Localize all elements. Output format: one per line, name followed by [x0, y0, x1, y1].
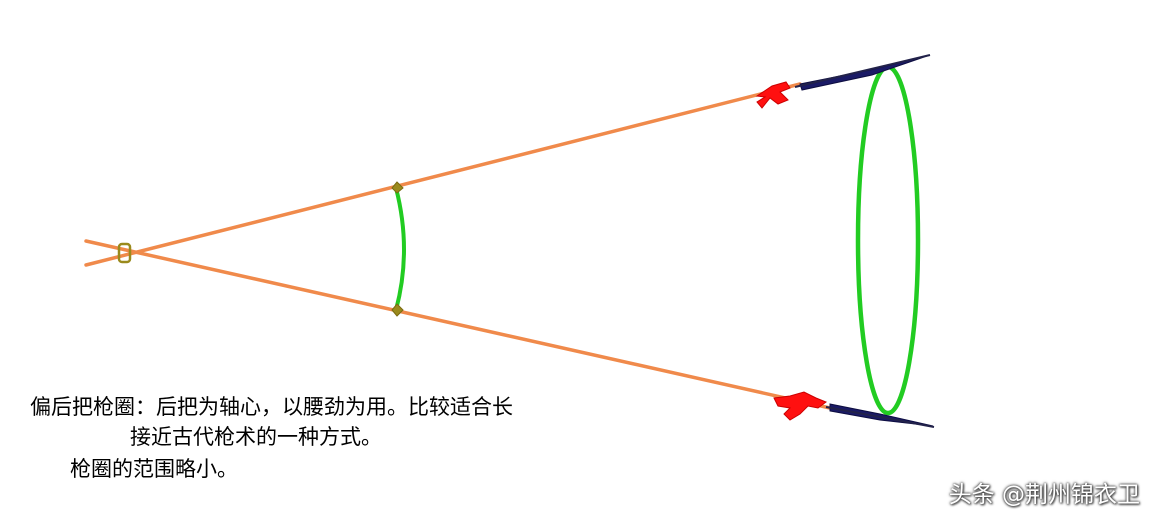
lower-spear-tip-icon: [825, 403, 935, 428]
caption-line-2: 接近古代枪术的一种方式。: [130, 425, 382, 449]
caption-line-3: 枪圈的范围略小。: [70, 457, 238, 481]
caption-line-1: 偏后把枪圈：后把为轴心，以腰劲为用。比较适合长: [30, 395, 513, 419]
upper-spear-tip-icon: [794, 54, 931, 91]
small-arc-icon: [394, 187, 406, 311]
large-ellipse-icon: [855, 64, 921, 416]
watermark-text: 头条 @荆州锦衣卫: [948, 482, 1140, 508]
small-arc-bottom-marker: [391, 303, 404, 317]
lower-spear-shaft: [84, 239, 832, 410]
lower-red-tassel-icon: [773, 391, 828, 421]
upper-red-tassel-icon: [755, 81, 791, 109]
pivot-hand-icon: [117, 242, 132, 264]
upper-spear-shaft: [84, 82, 802, 267]
small-arc-top-marker: [391, 181, 404, 194]
